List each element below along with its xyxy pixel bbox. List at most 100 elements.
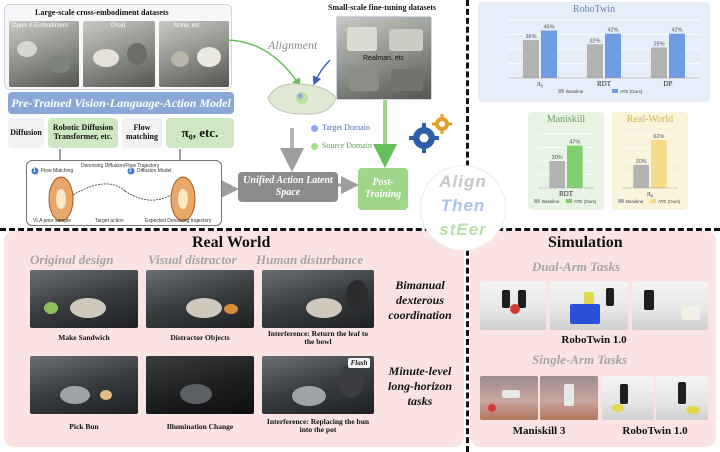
vla-cell-diffusion: Diffusion bbox=[8, 118, 44, 148]
logo-line-steer: stEer bbox=[439, 220, 487, 239]
legend-label: ATE (Ours) bbox=[620, 89, 643, 94]
maniskill-photo-1 bbox=[480, 376, 538, 420]
bar-value-label: 29% bbox=[653, 41, 664, 47]
large-dataset-panel: Large-scale cross-embodiment datasets Op… bbox=[4, 4, 232, 90]
post-training-box: Post-Training bbox=[358, 168, 408, 210]
target-domain-dot bbox=[311, 125, 318, 132]
diffusion-model-label: Diffusion Model bbox=[137, 168, 172, 174]
bar-value-label: 30% bbox=[636, 159, 647, 165]
label-make-sandwich: Make Sandwich bbox=[58, 333, 110, 342]
col-visual-distractor: Visual distractor bbox=[148, 252, 237, 267]
x-tick-label: DP bbox=[664, 80, 673, 88]
label-illumination: Illumination Change bbox=[166, 422, 234, 431]
x-tick-label: π₀ bbox=[647, 190, 654, 198]
label-interference-leaf: Interference: Return the leaf to the bow… bbox=[267, 329, 369, 347]
side-label-long-horizon: Minute-level long-horizon tasks bbox=[387, 364, 453, 408]
horizontal-divider bbox=[0, 228, 720, 231]
robotwin-label-single: RoboTwin 1.0 bbox=[622, 425, 688, 437]
legend-swatch bbox=[612, 89, 618, 93]
logo-line-then: Then bbox=[440, 196, 486, 215]
label-pick-bun: Pick Bun bbox=[69, 422, 99, 431]
robotwin-photo-1 bbox=[602, 376, 654, 420]
flow-box-title: Denoising Diffusion/Flow Trajectory bbox=[81, 163, 160, 169]
vla-cell-flow-matching: Flow matching bbox=[122, 118, 162, 148]
label-distractor: Distractor Objects bbox=[170, 333, 230, 342]
target-domain-label: Target Domain bbox=[322, 123, 370, 132]
maniskill-3-label: Maniskill 3 bbox=[512, 425, 566, 437]
photo-distractor bbox=[146, 270, 254, 328]
photo-illumination bbox=[146, 356, 254, 414]
x-tick-label: π₀ bbox=[537, 80, 544, 88]
gear-icon bbox=[409, 114, 452, 153]
realworld-chart-title: Real-World bbox=[626, 114, 674, 125]
source-domain-label: Source Domain bbox=[322, 141, 372, 150]
sim-dual-photo-2 bbox=[550, 282, 628, 330]
x-tick-label: RDT bbox=[559, 190, 574, 198]
simulation-title: Simulation bbox=[548, 234, 623, 251]
source-domain-dot bbox=[311, 143, 318, 150]
arrow-large-to-align bbox=[224, 39, 301, 88]
robotwin-chart-title: RoboTwin bbox=[572, 4, 616, 15]
flow-trajectory-box: Denoising Diffusion/Flow Trajectory 1 2 … bbox=[26, 160, 222, 226]
maniskill-photo-2 bbox=[540, 376, 598, 420]
alignment-blob bbox=[267, 83, 337, 115]
label-interference-bun: Interference: Replacing the bun into the… bbox=[266, 417, 370, 435]
unified-latent-box: Unified Action Latent Space bbox=[238, 172, 338, 202]
single-arm-title: Single-Arm Tasks bbox=[532, 352, 628, 367]
alignment-title: Alignment bbox=[268, 38, 318, 52]
bar-ours bbox=[541, 30, 557, 78]
bar-value-label: 30% bbox=[552, 155, 563, 161]
legend-swatch bbox=[618, 199, 624, 203]
arrow-small-to-align bbox=[312, 59, 331, 86]
robotwin-label-dual: RoboTwin 1.0 bbox=[561, 334, 627, 346]
flow-badge-2: 2 bbox=[129, 168, 132, 174]
sim-dual-photo-3 bbox=[632, 282, 708, 330]
legend-swatch bbox=[566, 199, 572, 203]
realman-photo: Realman, etc bbox=[336, 16, 432, 100]
legend-label: Baseline bbox=[626, 199, 644, 204]
bar-value-label: 42% bbox=[671, 28, 682, 34]
vla-cell-rdt: Robotic Diffusion Transformer, etc. bbox=[48, 118, 118, 148]
bar-ours bbox=[605, 33, 621, 78]
flash-tag: Flash bbox=[348, 358, 370, 368]
large-dataset-title: Large-scale cross-embodiment datasets bbox=[35, 8, 169, 17]
legend-denoise-traj: Expected Denoising trajectory bbox=[145, 218, 212, 224]
bar-ours bbox=[567, 145, 583, 188]
col-original-design: Original design bbox=[30, 252, 114, 267]
vla-cell-pi0: π₀, etc. bbox=[166, 118, 234, 148]
bar-baseline bbox=[633, 164, 649, 188]
dual-arm-title: Dual-Arm Tasks bbox=[532, 259, 621, 274]
logo-line-align: Align bbox=[439, 172, 487, 191]
photo-make-sandwich bbox=[30, 270, 138, 328]
small-dataset-title: Small-scale fine-tuning datasets bbox=[328, 3, 436, 12]
ate-logo: Align Then stEer bbox=[420, 165, 506, 251]
legend-swatch bbox=[558, 89, 564, 93]
bar-value-label: 36% bbox=[525, 34, 536, 40]
real-world-title: Real World bbox=[192, 234, 271, 251]
legend-swatch bbox=[534, 199, 540, 203]
bar-ours bbox=[669, 33, 685, 78]
bar-baseline bbox=[549, 161, 565, 188]
maniskill-chart-title: Maniskill bbox=[546, 114, 586, 125]
bar-value-label: 45% bbox=[543, 25, 554, 31]
legend-target-action: Target action bbox=[95, 218, 124, 224]
aloha-photo: Aloha, etc bbox=[159, 21, 229, 87]
legend-label: ATE (Ours) bbox=[574, 199, 597, 204]
legend-swatch bbox=[650, 199, 656, 203]
flow-matching-label: Flow Matching bbox=[41, 168, 74, 174]
sim-dual-photo-1 bbox=[480, 282, 546, 330]
robotwin-photo-2 bbox=[656, 376, 708, 420]
x-tick-label: RDT bbox=[597, 80, 612, 88]
droid-photo: Droid bbox=[83, 21, 155, 87]
bar-baseline bbox=[523, 40, 539, 78]
legend-label: Baseline bbox=[566, 89, 584, 94]
bar-baseline bbox=[651, 47, 667, 78]
bar-ours bbox=[651, 140, 667, 188]
trajectory-sketch bbox=[31, 167, 196, 222]
photo-pick-bun bbox=[30, 356, 138, 414]
